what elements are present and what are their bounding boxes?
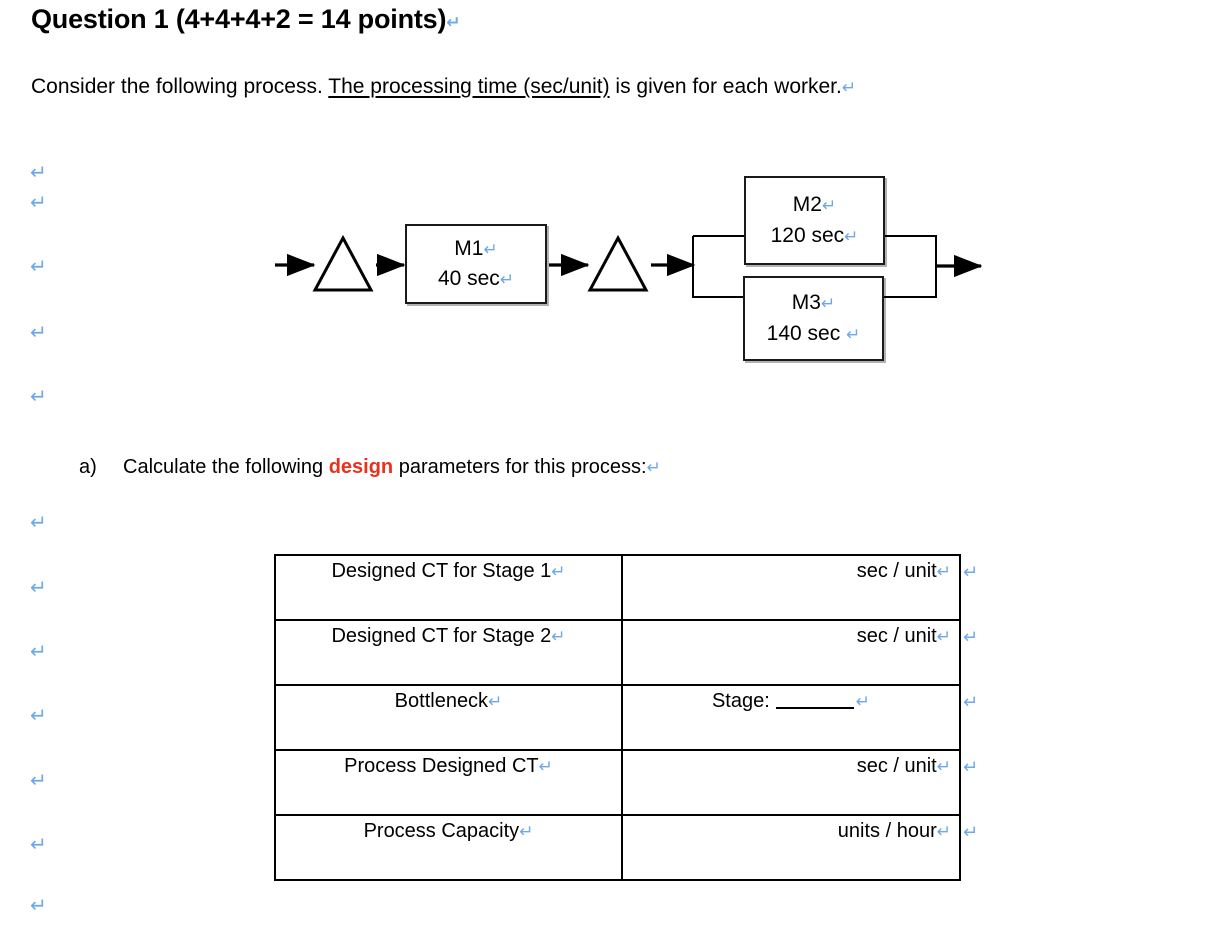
part-a-text-after: parameters for this process: xyxy=(393,456,647,478)
answer-blank[interactable] xyxy=(775,707,854,709)
paragraph-mark-icon: ↵ xyxy=(30,575,47,599)
process-box-m1-time: 40 sec↵ xyxy=(438,264,514,294)
paragraph-mark-icon: ↵ xyxy=(646,458,661,478)
row-end-mark-icon: ↵ xyxy=(963,757,979,778)
intro-prefix: Consider the following process. xyxy=(31,75,329,98)
part-a-instruction: a) Calculate the following design paramet… xyxy=(79,456,661,479)
paragraph-mark-icon: ↵ xyxy=(936,757,951,777)
part-a-marker: a) xyxy=(79,456,97,478)
paragraph-mark-icon: ↵ xyxy=(936,562,951,582)
paragraph-mark-icon: ↵ xyxy=(30,320,47,344)
intro-suffix: is given for each worker. xyxy=(609,75,842,98)
m3-label: M3 xyxy=(791,291,821,315)
paragraph-mark-icon: ↵ xyxy=(30,768,47,792)
row-2-unit: Stage: xyxy=(711,690,770,712)
paragraph-mark-icon: ↵ xyxy=(30,639,47,663)
paragraph-mark-icon: ↵ xyxy=(846,324,861,345)
m2-label: M2 xyxy=(792,193,822,217)
process-box-m1-name: M1↵ xyxy=(454,234,497,264)
part-a-text-before: Calculate the following xyxy=(123,456,329,478)
process-box-m3-time: 140 sec ↵ xyxy=(767,319,861,349)
row-end-mark-icon: ↵ xyxy=(963,562,979,583)
row-0-label: Designed CT for Stage 1 xyxy=(331,560,552,582)
table-cell-value[interactable]: sec / unit↵ xyxy=(621,619,961,686)
table-row: Designed CT for Stage 1↵ sec / unit↵ xyxy=(274,554,961,621)
paragraph-mark-icon: ↵ xyxy=(488,692,503,712)
m1-label: M1 xyxy=(454,236,484,260)
table-cell-value[interactable]: Stage: ↵ xyxy=(621,684,961,751)
table-cell-label: Process Designed CT↵ xyxy=(274,749,623,816)
merge-connector xyxy=(884,235,937,298)
paragraph-mark-icon: ↵ xyxy=(551,562,566,582)
buffer-triangle-1 xyxy=(312,234,374,292)
row-end-mark-icon: ↵ xyxy=(963,822,979,843)
paragraph-mark-icon: ↵ xyxy=(446,13,461,33)
paragraph-mark-icon: ↵ xyxy=(855,692,871,712)
part-a-emphasis: design xyxy=(328,456,394,478)
table-row: Process Designed CT↵ sec / unit↵ xyxy=(274,749,961,816)
paragraph-mark-icon: ↵ xyxy=(821,196,837,217)
row-0-unit: sec / unit xyxy=(856,560,937,582)
row-end-mark-icon: ↵ xyxy=(963,692,979,713)
table-cell-value[interactable]: sec / unit↵ xyxy=(621,749,961,816)
paragraph-mark-icon: ↵ xyxy=(30,893,47,917)
paragraph-mark-icon: ↵ xyxy=(30,703,47,727)
table-cell-value[interactable]: units / hour↵ xyxy=(621,814,961,881)
paragraph-mark-icon: ↵ xyxy=(841,78,857,98)
table-cell-label: Process Capacity↵ xyxy=(274,814,623,881)
paragraph-mark-icon: ↵ xyxy=(30,254,47,278)
buffer-triangle-2 xyxy=(587,234,649,292)
paragraph-mark-icon: ↵ xyxy=(30,832,47,856)
table-cell-label: Designed CT for Stage 1↵ xyxy=(274,554,623,621)
page-title-text: Question 1 (4+4+4+2 = 14 points) xyxy=(31,4,447,34)
paragraph-mark-icon: ↵ xyxy=(519,822,534,842)
process-box-m2: M2↵ 120 sec↵ xyxy=(744,176,885,265)
m3-time: 140 sec xyxy=(766,321,841,345)
row-4-unit: units / hour xyxy=(837,820,937,842)
intro-paragraph: Consider the following process. The proc… xyxy=(31,75,856,99)
design-parameters-table: Designed CT for Stage 1↵ sec / unit↵ Des… xyxy=(274,554,961,881)
table-cell-label: Bottleneck↵ xyxy=(274,684,623,751)
table-row: Process Capacity↵ units / hour↵ xyxy=(274,814,961,881)
table-row: Bottleneck↵ Stage:↵ xyxy=(274,684,961,751)
paragraph-mark-icon: ↵ xyxy=(30,160,47,184)
paragraph-mark-icon: ↵ xyxy=(844,226,859,247)
row-3-label: Process Designed CT xyxy=(344,755,539,777)
row-end-mark-icon: ↵ xyxy=(963,627,979,648)
process-box-m3-name: M3↵ xyxy=(792,288,835,318)
m2-time: 120 sec xyxy=(770,223,845,247)
page-title: Question 1 (4+4+4+2 = 14 points)↵ xyxy=(31,4,461,35)
paragraph-mark-icon: ↵ xyxy=(30,510,47,534)
paragraph-mark-icon: ↵ xyxy=(551,627,566,647)
process-box-m1: M1↵ 40 sec↵ xyxy=(405,224,547,304)
row-1-label: Designed CT for Stage 2 xyxy=(331,625,552,647)
process-box-m2-time: 120 sec↵ xyxy=(771,221,859,251)
table-cell-value[interactable]: sec / unit↵ xyxy=(621,554,961,621)
table-row: Designed CT for Stage 2↵ sec / unit↵ xyxy=(274,619,961,686)
paragraph-mark-icon: ↵ xyxy=(820,294,836,315)
row-1-unit: sec / unit xyxy=(856,625,937,647)
row-2-label: Bottleneck xyxy=(394,690,489,712)
table-cell-label: Designed CT for Stage 2↵ xyxy=(274,619,623,686)
paragraph-mark-icon: ↵ xyxy=(483,239,498,260)
row-4-label: Process Capacity xyxy=(363,820,520,842)
paragraph-mark-icon: ↵ xyxy=(936,822,951,842)
m1-time: 40 sec xyxy=(437,267,500,290)
paragraph-mark-icon: ↵ xyxy=(936,627,951,647)
row-3-unit: sec / unit xyxy=(856,755,937,777)
split-connector xyxy=(692,235,745,298)
process-box-m3: M3↵ 140 sec ↵ xyxy=(743,276,884,361)
process-box-m2-name: M2↵ xyxy=(793,190,836,220)
paragraph-mark-icon: ↵ xyxy=(499,270,515,290)
intro-underlined-phrase: The processing time (sec/unit) xyxy=(328,75,610,98)
paragraph-mark-icon: ↵ xyxy=(538,757,553,777)
paragraph-mark-icon: ↵ xyxy=(30,384,47,408)
paragraph-mark-icon: ↵ xyxy=(30,190,47,214)
